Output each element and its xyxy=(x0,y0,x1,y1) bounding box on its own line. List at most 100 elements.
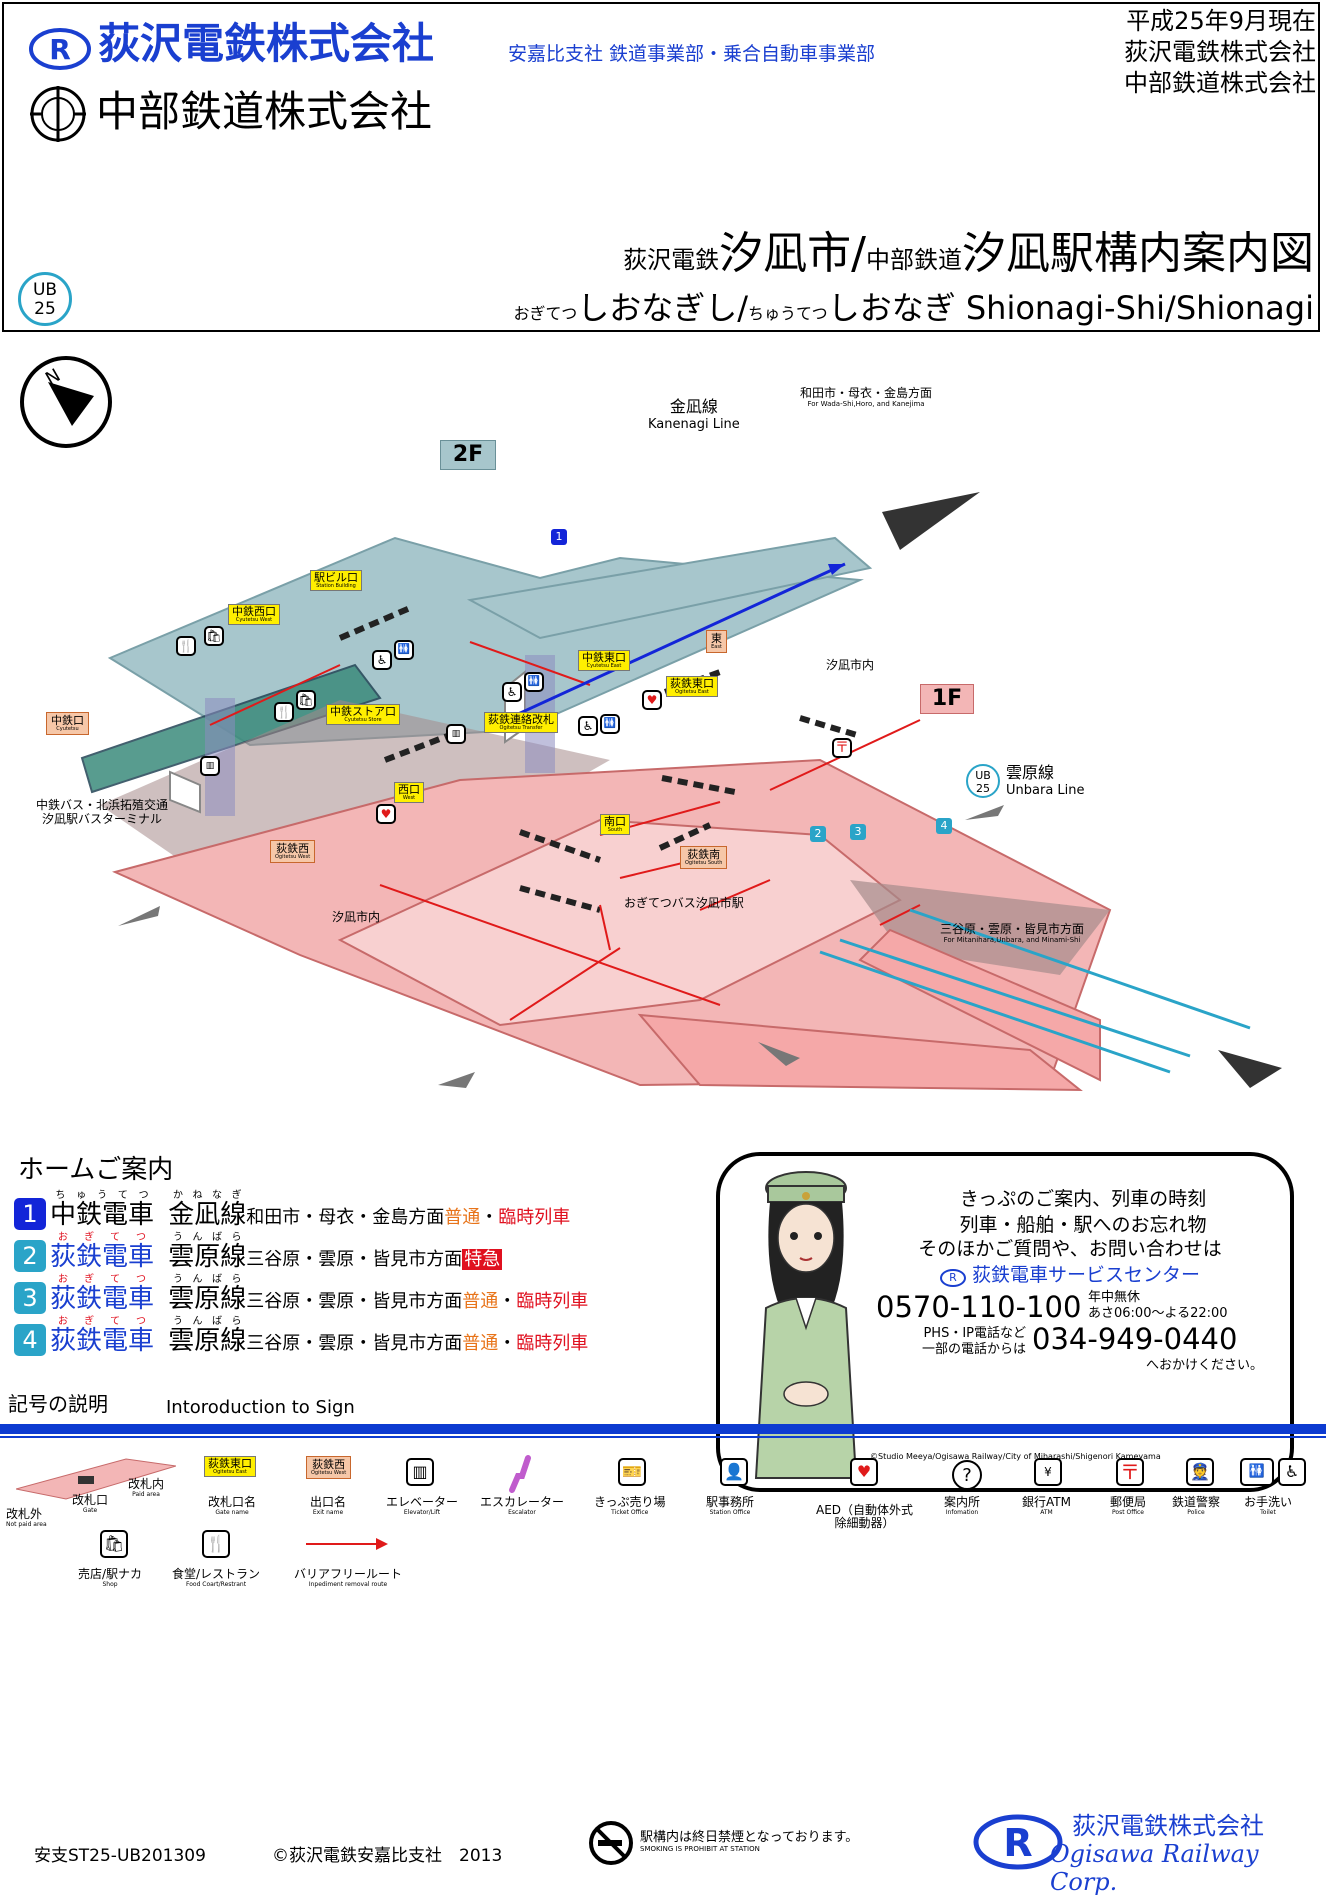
line-name: 雲原線 xyxy=(168,1284,247,1314)
legend-label-en: Exit name xyxy=(312,1509,344,1516)
service-open-hours: あさ06:00～よる22:00 xyxy=(1088,1306,1228,1321)
legend-label-2: 除細動器） xyxy=(834,1516,895,1530)
station-code-number: 25 xyxy=(34,299,56,319)
ogitetsu-logo-icon: R xyxy=(29,28,91,70)
station-reading: おぎてつしおなぎし/ちゅうてつしおなぎ Shionagi-Shi/Shionag… xyxy=(514,288,1314,334)
toilet-icon: 🚻 xyxy=(394,640,414,660)
legend-divider xyxy=(0,1424,1326,1434)
station-office-icon: 👤 xyxy=(720,1458,748,1486)
service-center-name: 荻鉄電車サービスセンター xyxy=(972,1264,1201,1286)
platform-line: 金凪線かねなぎ xyxy=(168,1190,246,1230)
elevator-icon: ▥ xyxy=(200,756,220,776)
gate-tag-label: 西口 xyxy=(398,783,420,796)
svg-text:?: ? xyxy=(962,1465,972,1486)
floor-label-2f: 2F xyxy=(440,440,496,470)
title-prefix-ogitetsu: 荻沢電鉄 xyxy=(623,246,720,274)
header-right-info: 平成25年9月現在 荻沢電鉄株式会社 中部鉄道株式会社 xyxy=(1124,6,1316,99)
service-line-1: きっぷのご案内、列車の時刻 xyxy=(959,1188,1207,1210)
legend-label: きっぷ売り場 xyxy=(594,1495,666,1509)
gate-tag-label: 中鉄ストア口 xyxy=(330,705,396,718)
aed-icon: ♥ xyxy=(376,804,396,824)
unbara-destination: 三谷原・雲原・皆見市方面 For Mitanihara,Unbara, and … xyxy=(940,922,1084,944)
footer-company-name: 荻沢電鉄株式会社 xyxy=(1072,1812,1264,1840)
service-phone-suffix: へおかけください。 xyxy=(1146,1358,1264,1373)
platform-company: 中鉄電車ちゅうてつ xyxy=(50,1190,154,1230)
exit-tag-label: 東 xyxy=(711,632,722,645)
gate-tag-label: 中鉄東口 xyxy=(582,651,626,664)
no-smoking-notice: 駅構内は終日禁煙となっております。 SMOKING IS PROHIBIT AT… xyxy=(640,1830,858,1854)
aed-icon: ♥ xyxy=(642,690,662,710)
legend-label-en: Food Coart/Restrant xyxy=(186,1581,247,1588)
atm-icon: ¥ xyxy=(1034,1458,1062,1486)
platform-guide-title: ホームご案内 xyxy=(18,1155,174,1185)
unbara-dest-en: For Mitanihara,Unbara, and Minami-Shi xyxy=(943,936,1081,944)
platform-number: 2 xyxy=(14,1240,46,1272)
owner-company-2: 中部鉄道株式会社 xyxy=(1124,69,1316,97)
cyutetsu-logo-icon xyxy=(30,86,86,142)
legend-label-en: Gate xyxy=(82,1507,98,1514)
platform-line: 雲原線うんばら xyxy=(168,1316,246,1356)
gate-tag-label: 荻鉄連絡改札 xyxy=(488,713,554,726)
service-line-3: そのほかご質問や、お問い合わせは xyxy=(918,1238,1222,1260)
gate-tag-label-en: West xyxy=(402,795,416,801)
gate-tag-label-en: South xyxy=(607,827,623,833)
service-credit: ©Studio Meeya/Ogisawa Railway/City of Mi… xyxy=(870,1452,1161,1461)
legend-label: バリアフリールート xyxy=(294,1567,403,1581)
bus-terminal-label: 中鉄バス・北浜拓殖交通 汐凪駅バスターミナル xyxy=(36,798,168,826)
legend-sample-label-en: Ogitetsu West xyxy=(311,1470,347,1476)
unbara-direction-arrow xyxy=(1218,1050,1282,1088)
ticket-office-icon: 🎫 xyxy=(618,1458,646,1486)
legend-label: 改札外 xyxy=(6,1507,43,1521)
escalator-icon xyxy=(509,1455,531,1493)
accessible-toilet-icon: ♿ xyxy=(372,650,392,670)
legend-label: エレベーター xyxy=(386,1495,459,1509)
gate-tag-label-en: Ogitetsu Transfer xyxy=(499,725,543,731)
copyright: ©荻沢電鉄安嘉比支社 2013 xyxy=(272,1846,503,1866)
gate-tag-label: 中鉄西口 xyxy=(232,605,276,618)
station-number-badge: UB 25 xyxy=(18,272,72,326)
track-badge-4: 4 xyxy=(936,818,952,834)
legend-label: 駅事務所 xyxy=(706,1495,755,1509)
elevator-icon: ▥ xyxy=(446,724,466,744)
legend-label-en: Inpediment removal route xyxy=(308,1581,388,1588)
svg-text:R: R xyxy=(49,33,71,66)
platform-row-4: 4 荻鉄電車おぎてつ 雲原線うんばら三谷原・雲原・皆見市方面普通・臨時列車 xyxy=(14,1316,614,1358)
platform-line: 雲原線うんばら xyxy=(168,1274,247,1314)
no-smoking-text-en: SMOKING IS PROHIBIT AT STATION xyxy=(640,1845,760,1853)
kanenagi-line-label: 金凪線 Kanenagi Line xyxy=(648,398,740,434)
exit-tag-label-en: Ogitetsu South xyxy=(685,860,723,866)
service-phone-primary[interactable]: 0570-110-100 xyxy=(876,1290,1082,1324)
gate-tag-label-en: Cyutetsu Store xyxy=(344,717,382,723)
reading-prefix-cyutetsu: ちゅうてつ xyxy=(748,304,828,323)
service-phone-secondary[interactable]: 034-949-0440 xyxy=(1032,1322,1238,1356)
company-subtitle: 安嘉比支社 鉄道事業部・乗合自動車事業部 xyxy=(508,43,876,65)
city-south-label: 汐凪市内 xyxy=(332,910,381,924)
gate-tag-label-en: Cyutetsu West xyxy=(235,617,273,623)
legend-label-en: Elevator/Lift xyxy=(403,1509,441,1516)
legend-label-en: Gate name xyxy=(215,1509,249,1516)
post-office-icon: 〒 xyxy=(832,738,852,758)
legend-label: AED（自動体外式 xyxy=(816,1503,914,1517)
platform-destination: 三谷原・雲原・皆見市方面 xyxy=(246,1333,463,1354)
station-code-line: UB xyxy=(32,280,58,300)
train-type-extra: 臨時列車 xyxy=(516,1333,589,1354)
legend-sample-label: 荻鉄西 xyxy=(312,1458,346,1471)
legend-label-en: Paid area xyxy=(132,1491,160,1498)
legend-label: 郵便局 xyxy=(1110,1495,1147,1509)
exit-tag-label-en: Cyutetsu xyxy=(56,726,79,732)
service-info-text: きっぷのご案内、列車の時刻 列車・船舶・駅へのお忘れ物 xyxy=(880,1186,1286,1238)
toilet-icon: 🚻 xyxy=(600,714,620,734)
legend-label-en: Police xyxy=(1187,1509,1205,1516)
